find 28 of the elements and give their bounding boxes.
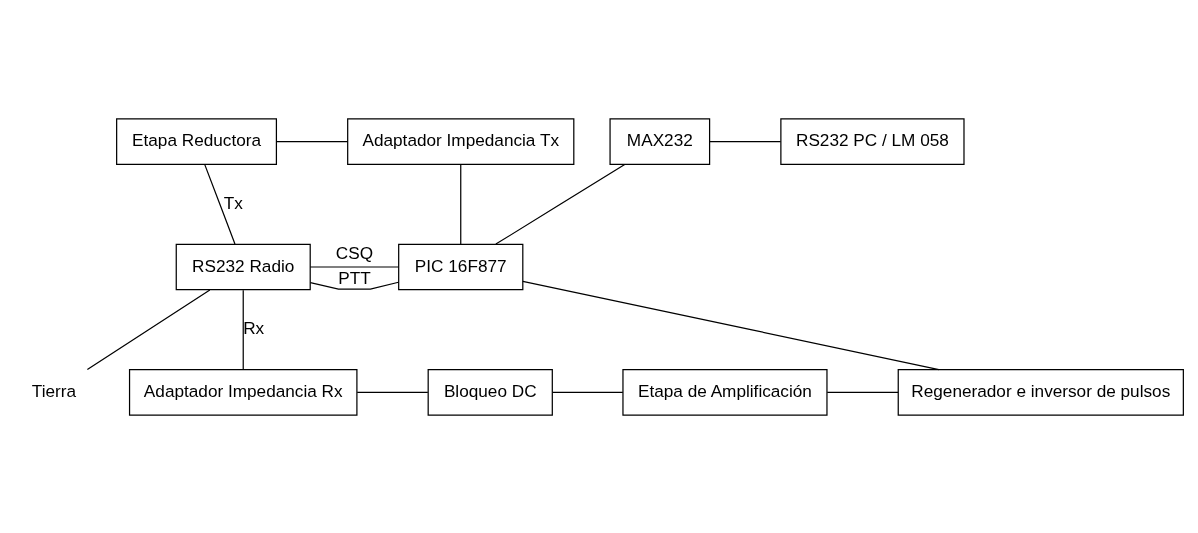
connector	[275, 140, 349, 142]
edge-label: PTT	[338, 267, 371, 288]
connector	[460, 163, 462, 245]
connector	[522, 280, 940, 370]
node-box: Etapa de Amplificación	[622, 368, 828, 416]
edge-label: Rx	[243, 317, 265, 338]
node-box: Adaptador Impedancia Rx	[128, 368, 358, 416]
connector	[204, 163, 236, 245]
connector	[826, 391, 899, 393]
node-box: MAX232	[609, 117, 711, 165]
connector	[495, 163, 626, 245]
connector	[309, 281, 400, 290]
connector	[242, 289, 244, 370]
node-text: Tierra	[31, 380, 77, 401]
node-box: Regenerador e inversor de pulsos	[897, 368, 1184, 416]
node-box: RS232 PC / LM 058	[780, 117, 965, 165]
node-box: Bloqueo DC	[427, 368, 553, 416]
connector	[356, 391, 429, 393]
node-box: PIC 16F877	[398, 243, 524, 290]
node-box: Adaptador Impedancia Tx	[347, 117, 575, 165]
edge-label: Tx	[223, 192, 243, 213]
node-box: RS232 Radio	[175, 243, 311, 290]
connector	[86, 288, 211, 370]
node-box: Etapa Reductora	[116, 117, 278, 165]
connector	[309, 265, 399, 268]
connector	[552, 391, 624, 393]
connector	[709, 140, 782, 142]
edge-label: CSQ	[335, 242, 374, 263]
